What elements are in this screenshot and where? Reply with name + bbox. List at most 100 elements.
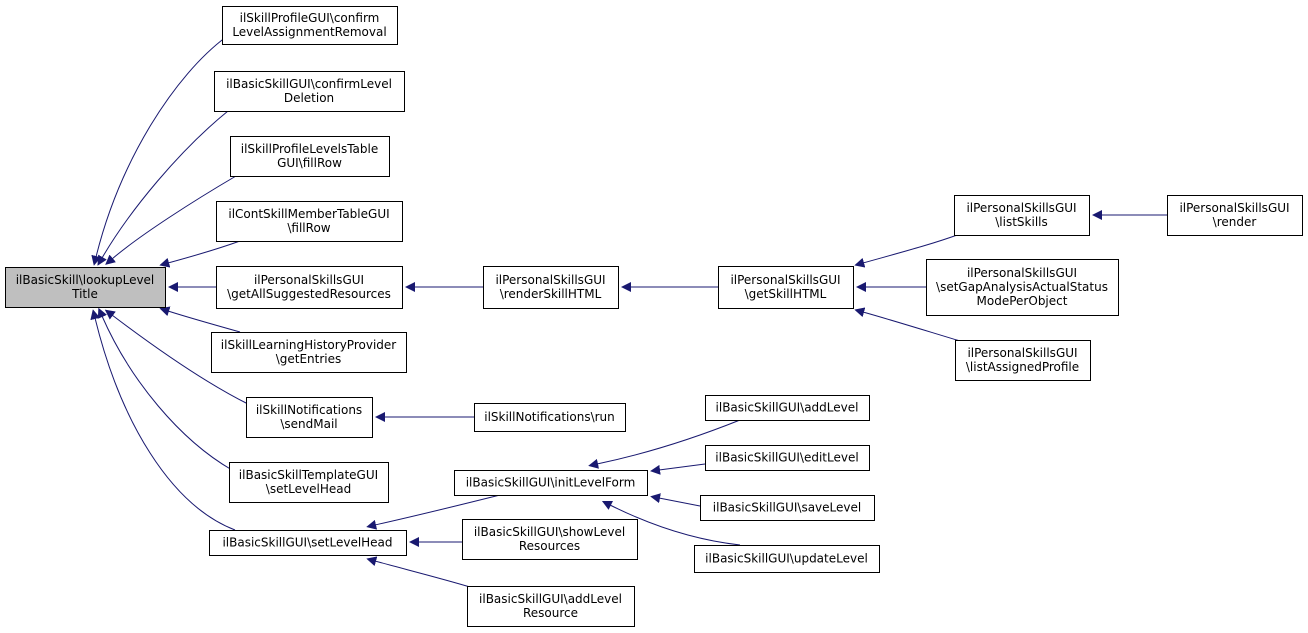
node-label: \getAllSuggestedResources bbox=[227, 287, 391, 301]
node-box bbox=[718, 266, 854, 309]
node-box bbox=[474, 403, 626, 432]
node-label: ModePerObject bbox=[977, 294, 1068, 308]
node-listSkills[interactable]: ilPersonalSkillsGUI\listSkills bbox=[954, 195, 1090, 236]
node-editLevel[interactable]: ilBasicSkillGUI\editLevel bbox=[705, 445, 870, 471]
node-updateLevel[interactable]: ilBasicSkillGUI\updateLevel bbox=[694, 545, 880, 573]
edge-updateLevel-to-initLevelForm bbox=[601, 500, 741, 546]
node-notificationsRun[interactable]: ilSkillNotifications\run bbox=[474, 403, 626, 432]
node-box bbox=[230, 136, 390, 177]
node-label: \listAssignedProfile bbox=[966, 360, 1079, 374]
node-sendMail[interactable]: ilSkillNotifications\sendMail bbox=[246, 397, 373, 438]
node-label: \getEntries bbox=[276, 352, 342, 366]
node-label: ilSkillNotifications\run bbox=[484, 410, 615, 424]
node-label: GUI\fillRow bbox=[277, 156, 342, 170]
node-label: ilSkillNotifications bbox=[256, 403, 362, 417]
node-getSkillHTML[interactable]: ilPersonalSkillsGUI\getSkillHTML bbox=[718, 266, 854, 309]
edge-initLevelForm-to-setLevelHead bbox=[366, 494, 501, 530]
node-label: ilPersonalSkillsGUI bbox=[967, 266, 1077, 280]
node-label: Resource bbox=[523, 606, 578, 620]
node-box bbox=[467, 586, 635, 627]
node-label: ilBasicSkillGUI\addLevel bbox=[716, 401, 859, 415]
edge-sendMail-to-lookup bbox=[104, 309, 249, 405]
node-box bbox=[216, 201, 403, 242]
node-label: ilPersonalSkillsGUI bbox=[967, 346, 1077, 360]
node-box bbox=[462, 519, 638, 560]
node-label: ilBasicSkillGUI\setLevelHead bbox=[222, 536, 392, 550]
node-addLevel[interactable]: ilBasicSkillGUI\addLevel bbox=[705, 395, 870, 421]
node-label: \listSkills bbox=[995, 215, 1048, 229]
node-box bbox=[694, 545, 880, 573]
node-box bbox=[705, 395, 870, 421]
node-confirmRemoval[interactable]: ilSkillProfileGUI\confirmLevelAssignment… bbox=[222, 6, 398, 45]
node-render[interactable]: ilPersonalSkillsGUI\render bbox=[1167, 195, 1303, 236]
node-box bbox=[216, 266, 403, 309]
node-box bbox=[955, 340, 1091, 381]
node-setGapAnalysis[interactable]: ilPersonalSkillsGUI\setGapAnalysisActual… bbox=[926, 259, 1119, 316]
node-label: Title bbox=[71, 287, 98, 301]
edge-setLevelHead-to-lookup bbox=[90, 309, 236, 531]
edge-editLevel-to-initLevelForm bbox=[650, 463, 706, 475]
node-box bbox=[5, 267, 166, 308]
node-renderSkillHTML[interactable]: ilPersonalSkillsGUI\renderSkillHTML bbox=[483, 266, 619, 309]
edge-listSkills-to-getSkillHTML bbox=[854, 233, 961, 268]
node-box bbox=[222, 6, 398, 45]
node-label: ilPersonalSkillsGUI bbox=[966, 201, 1076, 215]
node-label: ilSkillProfileGUI\confirm bbox=[240, 11, 380, 25]
node-label: ilBasicSkillGUI\initLevelForm bbox=[466, 476, 636, 490]
node-label: ilPersonalSkillsGUI bbox=[1179, 201, 1289, 215]
node-label: LevelAssignmentRemoval bbox=[232, 25, 386, 39]
node-label: ilBasicSkillGUI\editLevel bbox=[715, 451, 858, 465]
edge-listAssignedProfile-to-getSkillHTML bbox=[854, 307, 961, 342]
node-label: \renderSkillHTML bbox=[500, 287, 602, 301]
node-label: ilBasicSkillGUI\showLevel bbox=[474, 525, 625, 539]
edge-confirmRemoval-to-lookup bbox=[91, 36, 227, 266]
node-label: \setGapAnalysisActualStatus bbox=[936, 280, 1108, 294]
node-initLevelForm[interactable]: ilBasicSkillGUI\initLevelForm bbox=[454, 470, 648, 496]
node-listAssignedProfile[interactable]: ilPersonalSkillsGUI\listAssignedProfile bbox=[955, 340, 1091, 381]
node-box bbox=[700, 495, 875, 521]
node-label: ilPersonalSkillsGUI bbox=[254, 273, 364, 287]
node-setLevelHead[interactable]: ilBasicSkillGUI\setLevelHead bbox=[209, 530, 407, 556]
node-label: ilBasicSkillGUI\updateLevel bbox=[705, 552, 868, 566]
edge-templateSetLevelHead-to-lookup bbox=[97, 307, 233, 471]
node-label: ilBasicSkill\lookupLevel bbox=[16, 273, 155, 287]
node-box bbox=[209, 530, 407, 556]
edge-confirmDeletion-to-lookup bbox=[97, 110, 229, 266]
node-label: ilContSkillMemberTableGUI bbox=[228, 207, 389, 221]
node-box bbox=[454, 470, 648, 496]
node-label: ilPersonalSkillsGUI bbox=[730, 273, 840, 287]
node-getAllSuggested[interactable]: ilPersonalSkillsGUI\getAllSuggestedResou… bbox=[216, 266, 403, 309]
node-box bbox=[1167, 195, 1303, 236]
node-label: \getSkillHTML bbox=[745, 287, 827, 301]
edge-profileLevelsFillRow-to-lookup bbox=[105, 175, 237, 265]
node-label: ilBasicSkillGUI\addLevel bbox=[479, 592, 622, 606]
node-label: \sendMail bbox=[280, 417, 337, 431]
edge-addLevelResource-to-setLevelHead bbox=[366, 556, 471, 588]
node-label: ilBasicSkillTemplateGUI bbox=[239, 468, 378, 482]
node-label: Resources bbox=[519, 539, 580, 553]
node-label: \setLevelHead bbox=[266, 482, 351, 496]
node-box bbox=[705, 445, 870, 471]
edge-contSkillFillRow-to-lookup bbox=[159, 240, 241, 268]
node-label: Deletion bbox=[284, 91, 334, 105]
node-box bbox=[211, 332, 407, 373]
node-learningHistory[interactable]: ilSkillLearningHistoryProvider\getEntrie… bbox=[211, 332, 407, 373]
node-label: ilBasicSkillGUI\confirmLevel bbox=[226, 77, 392, 91]
edge-saveLevel-to-initLevelForm bbox=[650, 493, 701, 507]
node-label: ilSkillLearningHistoryProvider bbox=[221, 338, 396, 352]
edges bbox=[90, 36, 1167, 588]
node-saveLevel[interactable]: ilBasicSkillGUI\saveLevel bbox=[700, 495, 875, 521]
node-contSkillFillRow[interactable]: ilContSkillMemberTableGUI\fillRow bbox=[216, 201, 403, 242]
node-label: ilBasicSkillGUI\saveLevel bbox=[713, 501, 861, 515]
node-box bbox=[954, 195, 1090, 236]
node-templateSetLevelHead[interactable]: ilBasicSkillTemplateGUI\setLevelHead bbox=[229, 462, 389, 503]
node-box bbox=[214, 71, 405, 112]
edge-addLevel-to-initLevelForm bbox=[588, 419, 741, 469]
node-box bbox=[246, 397, 373, 438]
